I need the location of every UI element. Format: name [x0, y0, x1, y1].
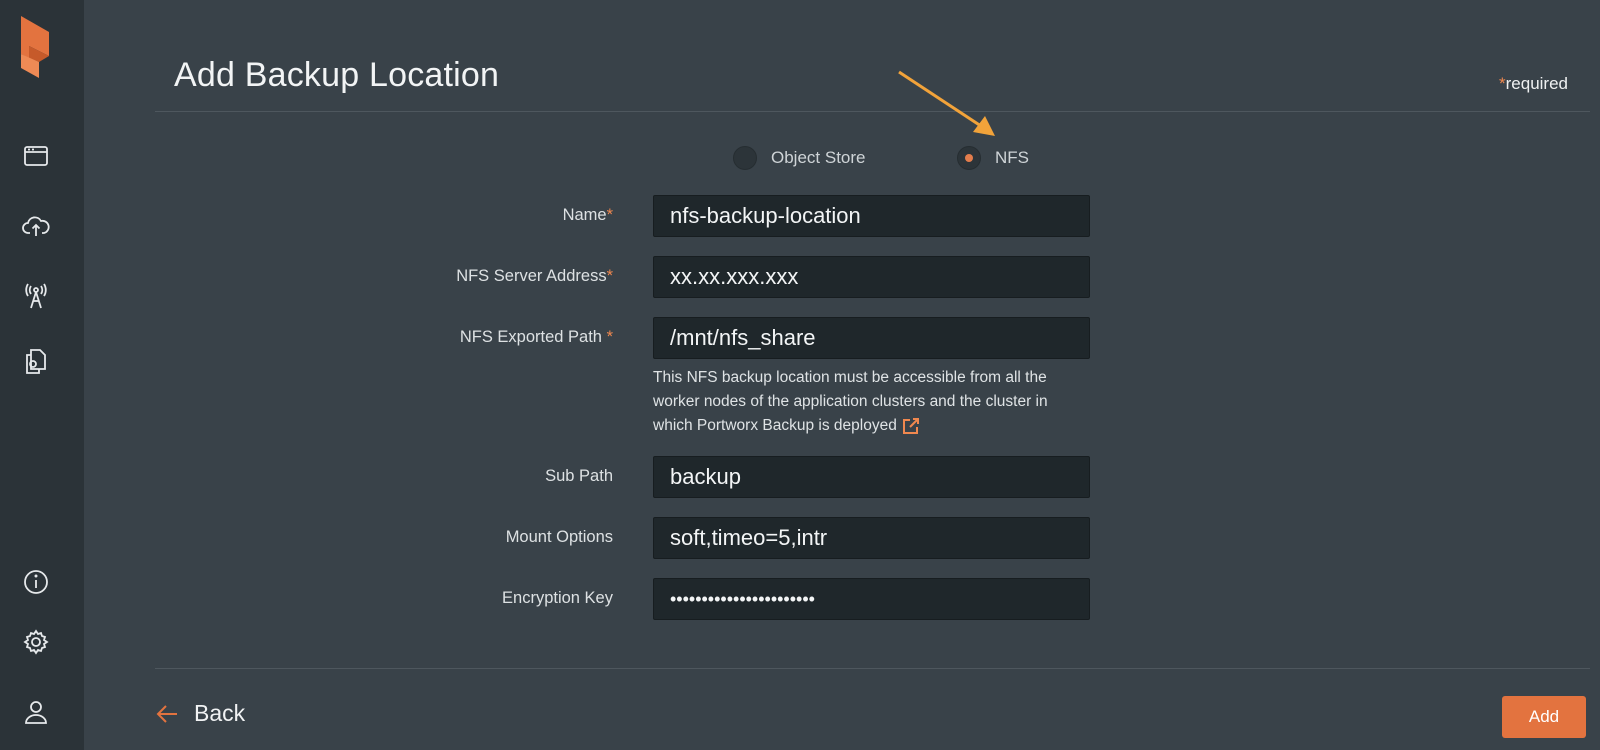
mount-options-label: Mount Options	[505, 528, 613, 546]
required-note: *required	[1499, 74, 1568, 94]
radio-selected-dot	[965, 154, 973, 162]
mount-options-input[interactable]	[653, 517, 1090, 559]
page-title: Add Backup Location	[174, 56, 500, 94]
antenna-icon[interactable]	[20, 280, 52, 312]
nfs-helper-text: This NFS backup location must be accessi…	[653, 366, 1083, 438]
nfs-path-required-star: *	[606, 328, 613, 346]
info-icon[interactable]	[20, 566, 52, 598]
nfs-path-input[interactable]	[653, 317, 1090, 359]
name-required-star: *	[606, 206, 613, 224]
nfs-server-input[interactable]	[653, 256, 1090, 298]
nfs-server-label: NFS Server Address*	[456, 267, 613, 286]
encryption-key-input[interactable]	[653, 578, 1090, 620]
browser-window-icon[interactable]	[20, 140, 52, 172]
documents-icon[interactable]	[20, 345, 52, 377]
footer-divider	[155, 668, 1590, 669]
arrow-left-icon	[156, 704, 177, 723]
add-button[interactable]: Add	[1502, 696, 1586, 738]
nfs-server-required-star: *	[606, 267, 613, 285]
required-star: *	[1499, 74, 1506, 93]
nfs-path-label-text: NFS Exported Path	[459, 328, 607, 346]
portworx-logo[interactable]	[17, 16, 57, 78]
nfs-helper-message: This NFS backup location must be accessi…	[653, 369, 1048, 434]
radio-nfs[interactable]: NFS	[957, 146, 1029, 170]
name-label: Name*	[563, 206, 613, 225]
radio-label-nfs: NFS	[995, 148, 1029, 167]
back-button[interactable]: Back	[156, 700, 245, 727]
cloud-upload-icon[interactable]	[20, 210, 52, 242]
nfs-path-label: NFS Exported Path *	[460, 328, 613, 347]
name-label-text: Name	[562, 206, 607, 224]
required-text: required	[1505, 74, 1568, 93]
radio-label-object-store: Object Store	[771, 148, 866, 167]
name-input[interactable]	[653, 195, 1090, 237]
encryption-key-label: Encryption Key	[502, 589, 613, 607]
radio-object-store[interactable]: Object Store	[733, 146, 866, 170]
user-icon[interactable]	[20, 696, 52, 728]
sidebar	[0, 0, 84, 750]
sub-path-input[interactable]	[653, 456, 1090, 498]
external-link-icon[interactable]	[901, 416, 921, 436]
settings-gear-icon[interactable]	[20, 626, 52, 658]
annotation-arrow-icon	[898, 70, 995, 136]
radio-button-object-store[interactable]	[733, 146, 757, 170]
header-divider	[155, 111, 1590, 112]
back-label: Back	[194, 700, 246, 726]
nfs-server-label-text: NFS Server Address	[456, 267, 607, 285]
sub-path-label: Sub Path	[545, 467, 613, 485]
radio-button-nfs[interactable]	[957, 146, 981, 170]
